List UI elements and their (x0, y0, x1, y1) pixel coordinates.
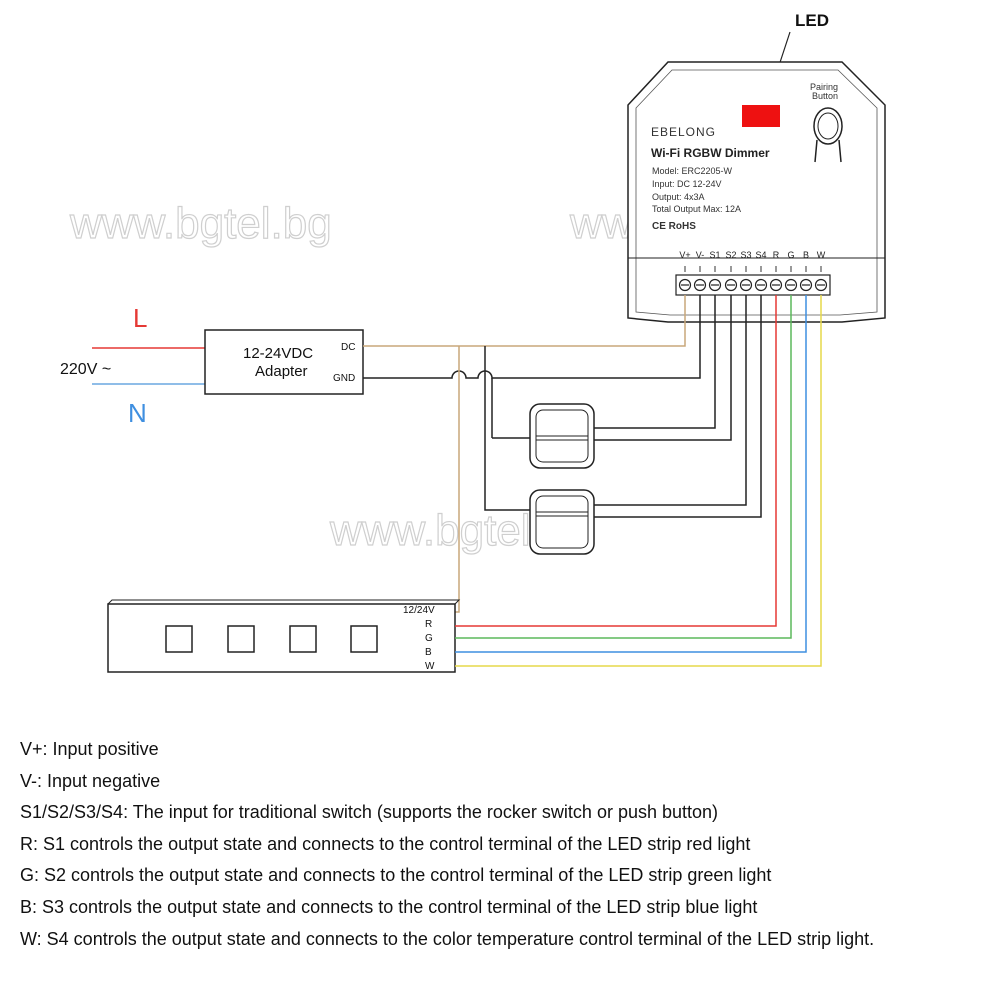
legend-line: G: S2 controls the output state and conn… (20, 865, 772, 886)
strip-terminal-label-w: W (425, 661, 435, 672)
led-chip (227, 625, 255, 653)
dc-ground-wire (363, 295, 701, 379)
blue-wire (455, 295, 807, 653)
dc-positive-wire (363, 295, 686, 347)
product-name: Wi-Fi RGBW Dimmer (651, 146, 770, 160)
pairing-label-line2: Button (812, 91, 838, 101)
led-chip (350, 625, 378, 653)
pairing-label-line1: Pairing (810, 82, 838, 92)
rocker-switch-2 (529, 489, 595, 555)
green-wire (455, 295, 792, 639)
legend-line: S1/S2/S3/S4: The input for traditional s… (20, 802, 719, 823)
s1-wire-a (594, 295, 716, 429)
led-callout-label: LED (795, 11, 829, 30)
spec-block: Model: ERC2205-W Input: DC 12-24V Output… (652, 166, 741, 214)
legend-line: R: S1 controls the output state and conn… (20, 833, 751, 854)
adapter-line1: 12-24VDC (243, 345, 313, 362)
cert-marks: CE RoHS (652, 221, 696, 232)
switch-common-wire (484, 346, 530, 511)
strip-terminal-label-b: B (425, 647, 432, 658)
adapter-gnd-label: GND (333, 373, 355, 384)
strip-terminal-label-g: G (425, 633, 433, 644)
led-strip: 12/24V RGBW (107, 599, 461, 673)
adapter-body (204, 329, 364, 395)
strip-terminal-label-1224v: 12/24V (403, 605, 435, 616)
led-strip-edge (107, 599, 461, 605)
led-chip (289, 625, 317, 653)
terminal-label-s4: S4 (755, 250, 766, 260)
rocker-switch-1 (529, 403, 595, 469)
led-indicator (742, 105, 780, 127)
spec-output: Output: 4x3A (652, 192, 705, 202)
legend-line: W: S4 controls the output state and conn… (20, 928, 875, 949)
terminal-label-w: W (817, 250, 826, 260)
led-strip-body (107, 603, 456, 673)
neutral-label: N (128, 398, 147, 428)
terminal-label-v: V- (696, 250, 705, 260)
s3-wire (594, 295, 747, 506)
spec-input: Input: DC 12-24V (652, 179, 722, 189)
live-label: L (133, 303, 147, 333)
strip-terminal-label-r: R (425, 619, 432, 630)
mains-voltage-label: 220V ~ (60, 361, 111, 378)
adapter-dc-label: DC (341, 342, 355, 353)
terminal-label-v: V+ (679, 250, 690, 260)
terminal-block (675, 266, 831, 296)
adapter-line2: Adapter (255, 363, 308, 380)
wiring-diagram: www.bgtel.bg www.bgtel.bg www.bgtel.bg L… (60, 11, 886, 673)
terminal-label-s3: S3 (740, 250, 751, 260)
legend-line: V-: Input negative (20, 770, 161, 791)
legend: V+: Input positive V-: Input negative S1… (20, 737, 995, 958)
strip-terminal-labels: 12/24V RGBW (403, 605, 435, 672)
s4-wire (594, 295, 762, 518)
terminal-label-g: G (787, 250, 794, 260)
white-wire (455, 295, 822, 667)
pairing-button[interactable] (813, 107, 843, 163)
brand-name: EBELONG (651, 125, 716, 139)
strip-power-wire (455, 346, 460, 613)
s2-wire (594, 295, 732, 441)
terminal-label-r: R (773, 250, 780, 260)
power-adapter: 12-24VDC Adapter DC GND (204, 329, 364, 395)
led-chip (165, 625, 193, 653)
legend-line: V+: Input positive (20, 739, 159, 759)
terminal-label-s1: S1 (709, 250, 720, 260)
spec-model: Model: ERC2205-W (652, 166, 733, 176)
spec-total: Total Output Max: 12A (652, 204, 741, 214)
controller-inner-outline (635, 69, 878, 316)
red-wire (455, 295, 777, 627)
watermark-text: www.bgtel.bg (69, 199, 332, 248)
terminal-label-s2: S2 (725, 250, 736, 260)
legend-line: B: S3 controls the output state and conn… (20, 896, 758, 917)
terminal-label-b: B (803, 250, 809, 260)
controller-module: Pairing Button EBELONG Wi-Fi RGBW Dimmer… (627, 61, 886, 323)
